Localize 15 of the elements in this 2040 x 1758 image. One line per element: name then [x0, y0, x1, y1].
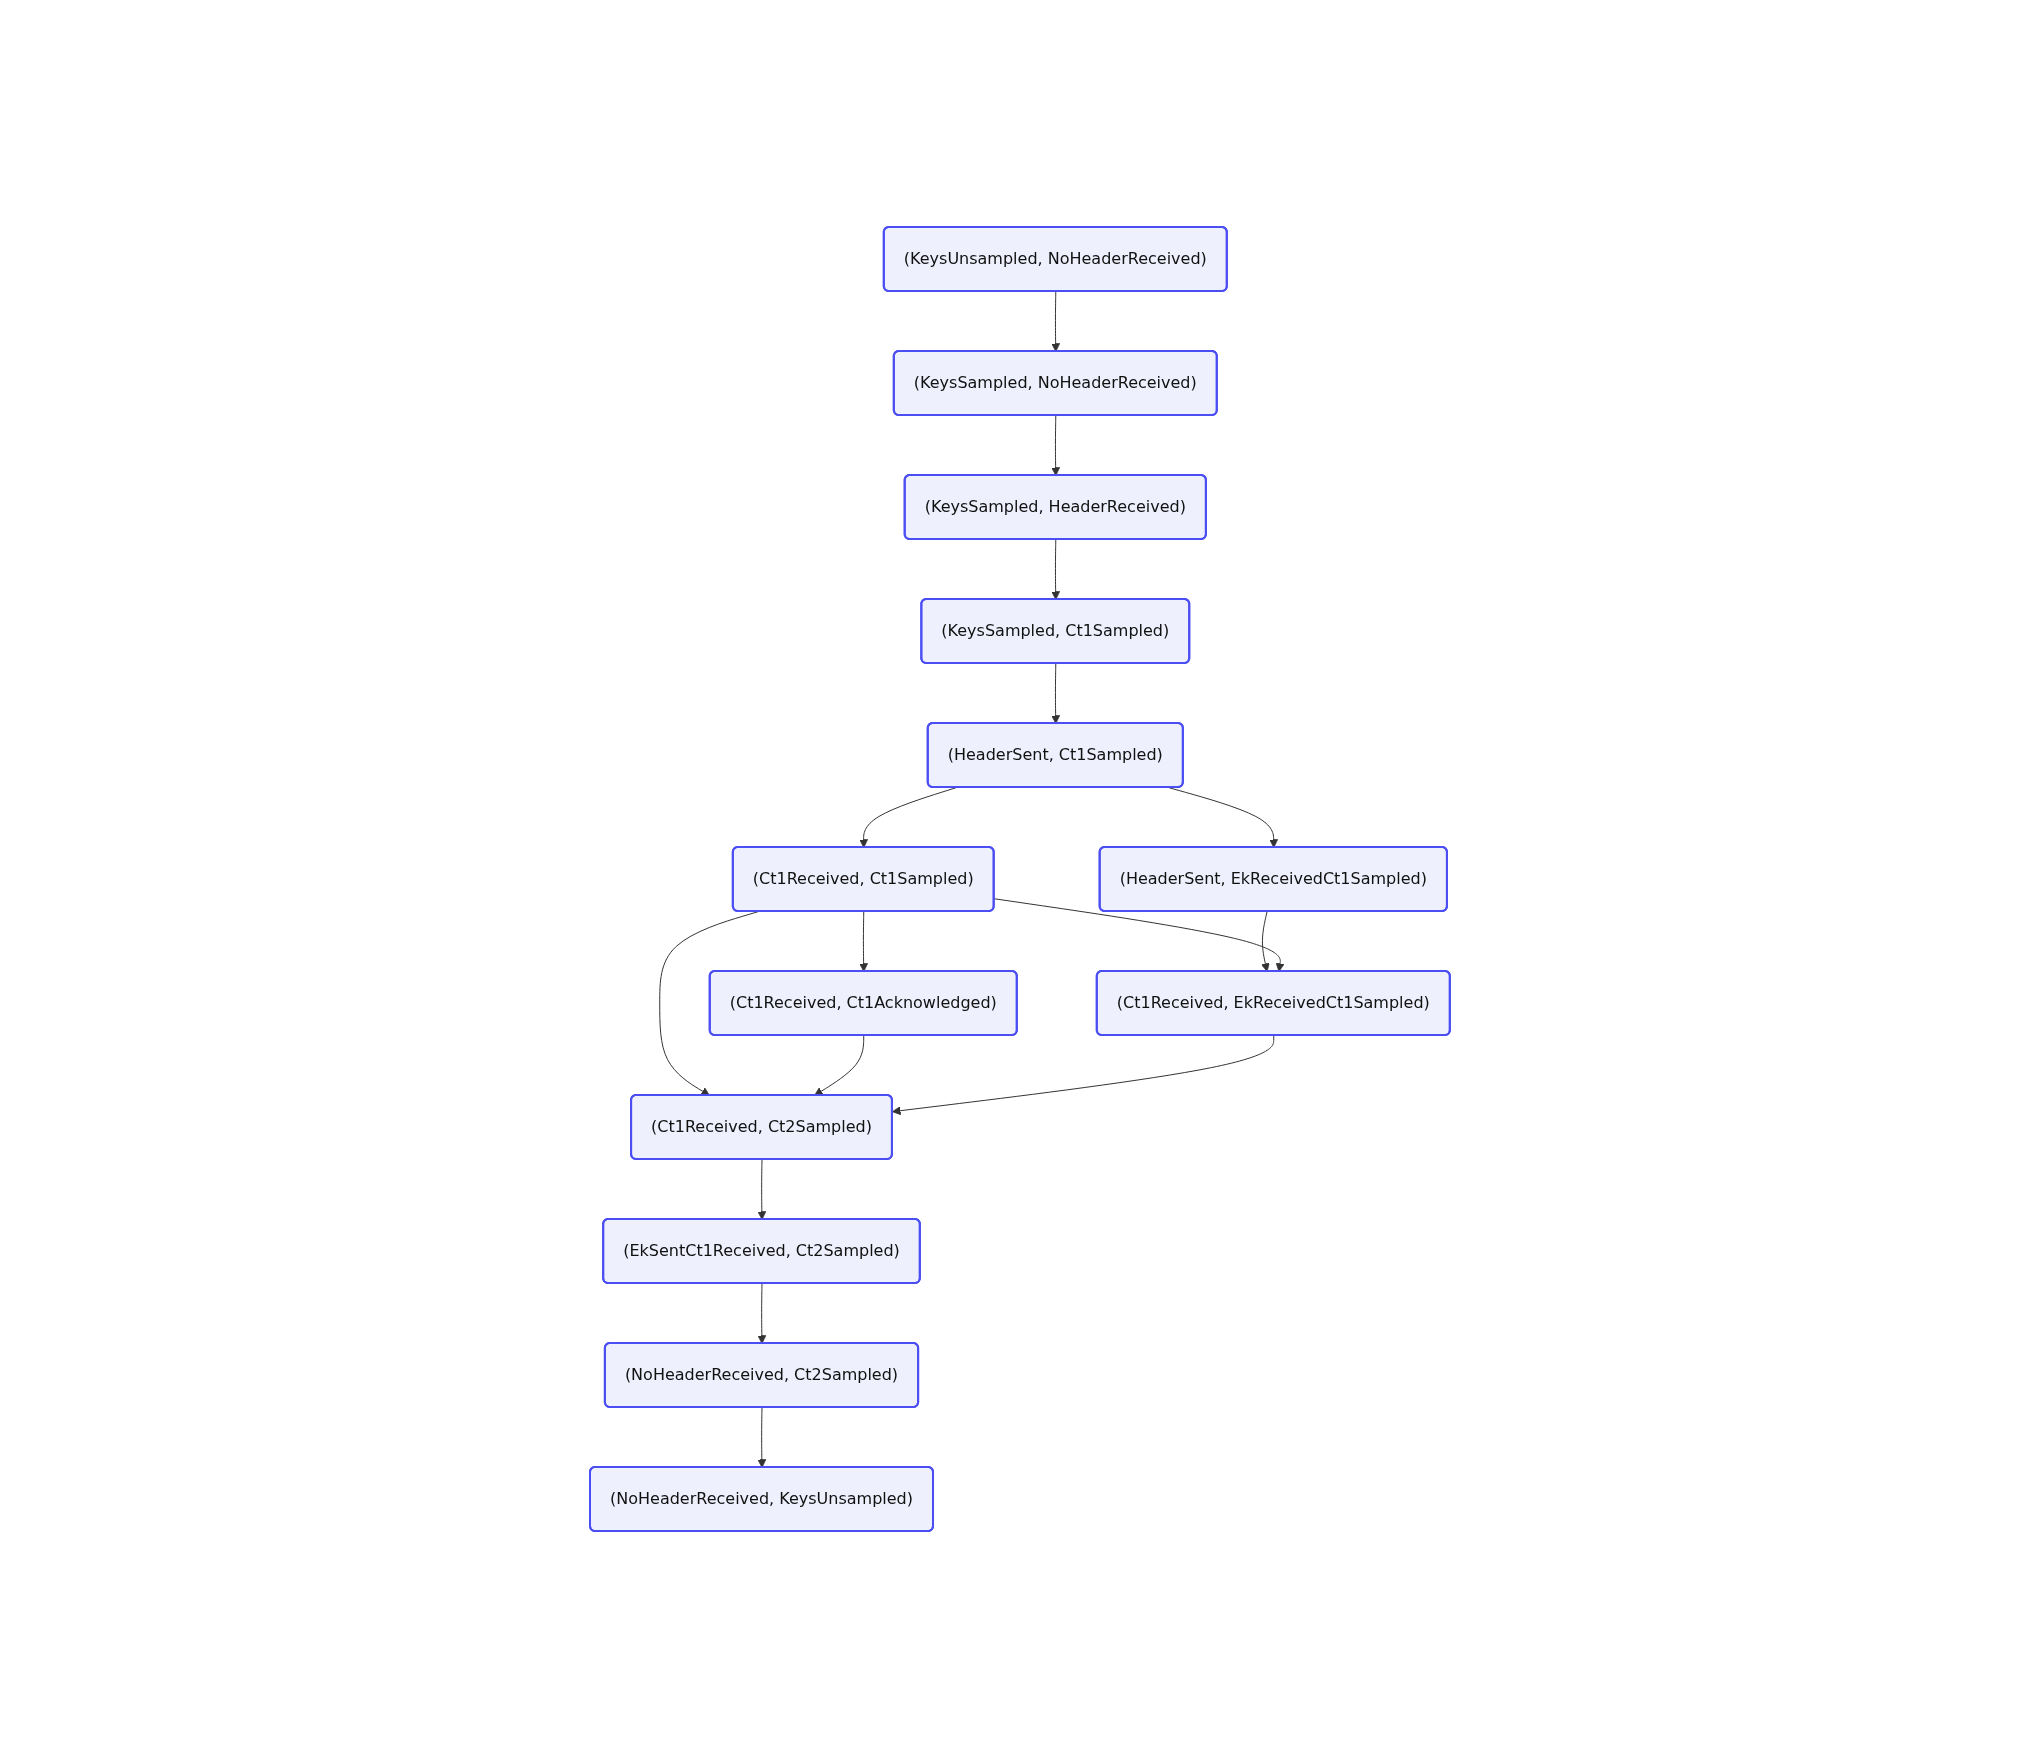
- arrow: [757, 1407, 767, 1468]
- arrow: [1051, 415, 1061, 476]
- arrow: [814, 1035, 865, 1096]
- arrow: [1167, 787, 1279, 848]
- arrow: [1051, 291, 1061, 352]
- arrow: [993, 898, 1285, 972]
- arrow: [659, 911, 760, 1096]
- arrow: [892, 1035, 1275, 1116]
- arrow: [1051, 663, 1061, 724]
- arrow: [757, 1159, 767, 1220]
- arrow: [859, 787, 958, 848]
- arrow: [1051, 539, 1061, 600]
- arrow: [757, 1283, 767, 1344]
- arrow: [1261, 911, 1270, 972]
- arrow: [859, 911, 869, 972]
